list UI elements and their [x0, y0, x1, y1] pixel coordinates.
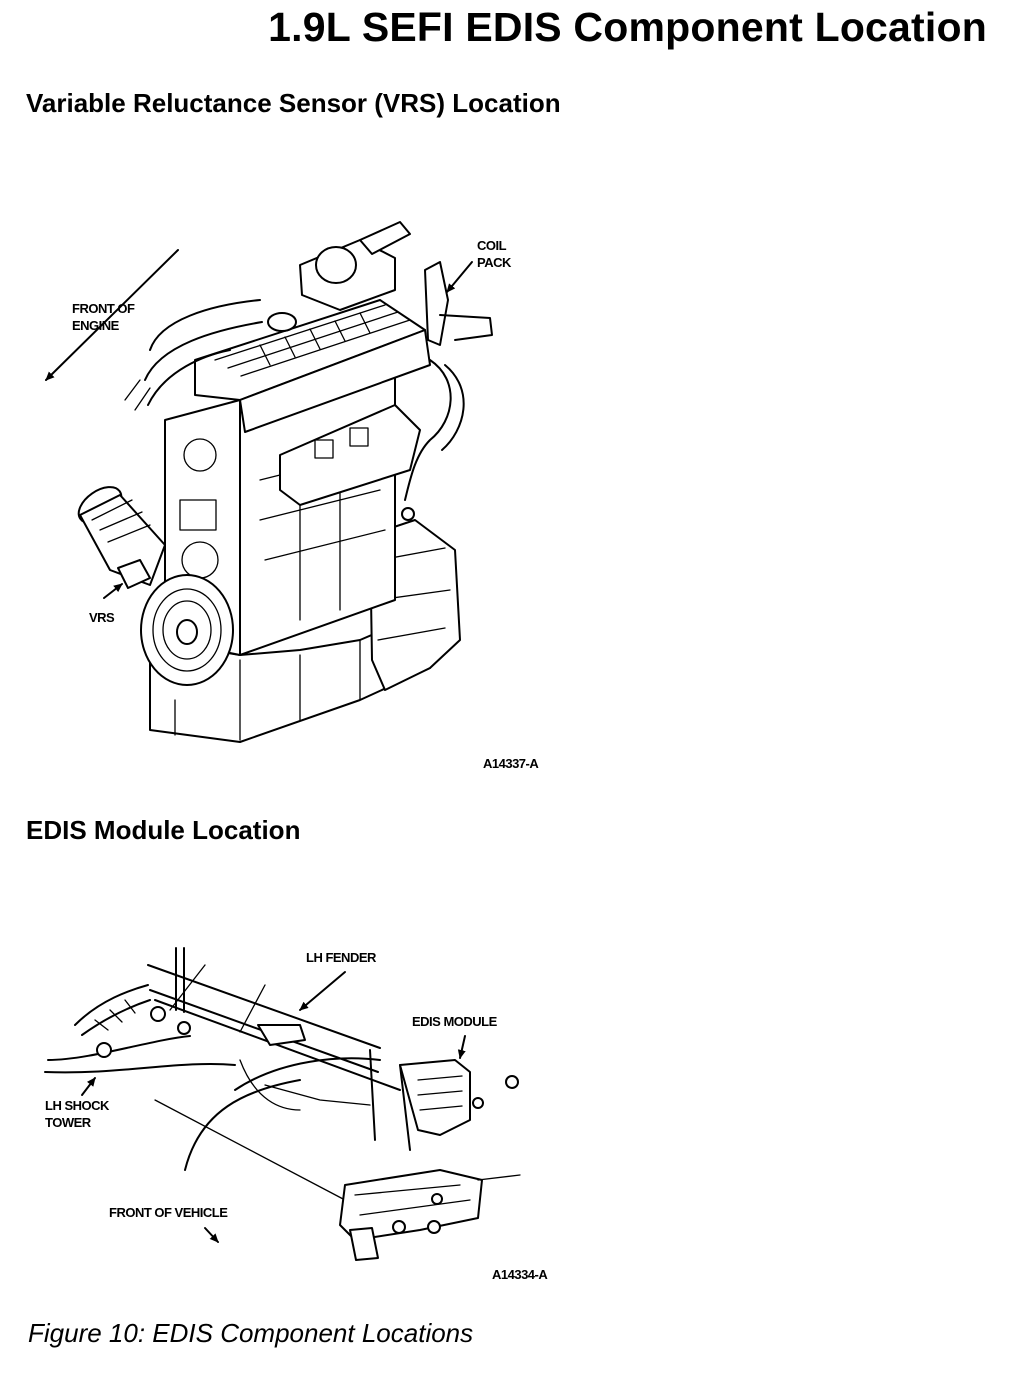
- lh-fender-label: LH FENDER: [306, 950, 377, 965]
- front-of-engine-label-line2: ENGINE: [72, 318, 120, 333]
- figure-caption: Figure 10: EDIS Component Locations: [28, 1318, 474, 1348]
- coil-pack-label-line2: PACK: [477, 255, 512, 270]
- lh-shock-tower-label: LH SHOCK: [45, 1098, 110, 1113]
- edis-module-label: EDIS MODULE: [412, 1014, 498, 1029]
- lh-shock-tower-label-line2: TOWER: [45, 1115, 92, 1130]
- lh-shock-tower-leader-arrow: [81, 1077, 96, 1096]
- vrs-figure-code: A14337-A: [483, 756, 539, 771]
- coil-pack-label: COIL: [477, 238, 507, 253]
- front-of-vehicle-arrow: [204, 1227, 219, 1243]
- engine-illustration: [77, 221, 493, 743]
- front-of-engine-arrow: [45, 249, 179, 381]
- edis-module-location-heading: EDIS Module Location: [26, 815, 301, 845]
- front-of-engine-label: FRONT OF: [72, 301, 135, 316]
- coil-pack-leader-arrow: [446, 261, 473, 293]
- edis-module-leader-arrow: [457, 1035, 466, 1059]
- edis-figure-code: A14334-A: [492, 1267, 548, 1282]
- vrs-location-heading: Variable Reluctance Sensor (VRS) Locatio…: [26, 88, 561, 118]
- front-of-vehicle-label: FRONT OF VEHICLE: [109, 1205, 228, 1220]
- edis-module-illustration: [44, 947, 521, 1261]
- vrs-label: VRS: [89, 610, 115, 625]
- lh-fender-leader-arrow: [299, 971, 346, 1011]
- page-title: 1.9L SEFI EDIS Component Location: [268, 4, 987, 50]
- vrs-leader-arrow: [103, 583, 123, 599]
